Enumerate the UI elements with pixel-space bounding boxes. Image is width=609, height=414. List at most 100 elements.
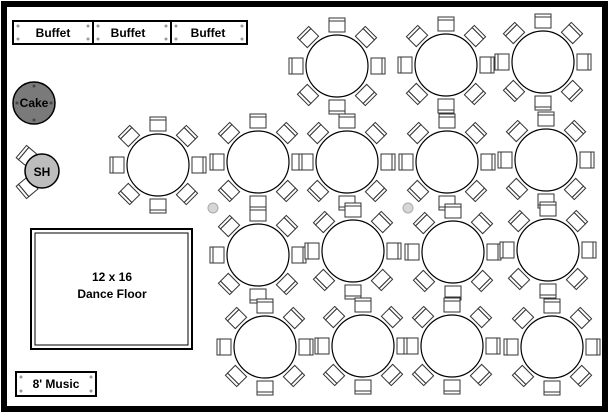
chair <box>412 211 436 235</box>
chair <box>494 53 510 71</box>
chair <box>298 153 314 171</box>
chair <box>380 363 404 387</box>
tent-pole <box>207 202 219 214</box>
chair <box>443 379 461 395</box>
chair <box>354 379 372 395</box>
buffet-label: Buffet <box>36 26 71 40</box>
chair <box>411 305 435 329</box>
round-table-top <box>305 34 369 98</box>
chair <box>117 182 141 206</box>
chair <box>117 124 141 148</box>
chair <box>565 267 589 291</box>
chair <box>275 214 299 238</box>
chair <box>291 246 307 264</box>
chair <box>485 337 501 355</box>
chair <box>149 198 167 214</box>
chair <box>569 364 593 388</box>
chair <box>486 243 502 261</box>
guest-table <box>397 16 495 114</box>
chair <box>581 241 597 259</box>
chair <box>470 269 494 293</box>
guest-table <box>109 116 207 214</box>
chair <box>312 268 336 292</box>
cake-table: Cake <box>12 81 56 125</box>
chair <box>534 13 552 29</box>
chair <box>328 99 346 115</box>
chair <box>464 121 488 145</box>
chair <box>563 119 587 143</box>
chair <box>411 363 435 387</box>
chair <box>306 121 330 145</box>
chair <box>370 268 394 292</box>
chair <box>216 338 232 356</box>
chair <box>209 153 225 171</box>
chair <box>296 25 320 49</box>
chair <box>370 210 394 234</box>
chair <box>149 116 167 132</box>
chair <box>175 124 199 148</box>
chair <box>505 119 529 143</box>
chair <box>338 113 356 129</box>
chair <box>537 111 555 127</box>
buffet-table: Buffet <box>92 20 172 45</box>
chair <box>354 25 378 49</box>
chair <box>463 82 487 106</box>
chair <box>380 153 396 171</box>
chair <box>344 284 362 300</box>
chair <box>306 179 330 203</box>
music-label: 8' Music <box>33 377 80 391</box>
chair <box>282 364 306 388</box>
chair <box>403 337 419 355</box>
chair <box>539 283 557 299</box>
chair <box>328 17 346 33</box>
chair <box>443 297 461 313</box>
chair <box>370 57 386 75</box>
chair <box>569 306 593 330</box>
buffet-table: Buffet <box>12 20 94 45</box>
guest-table <box>404 203 502 301</box>
round-table-top <box>126 133 190 197</box>
chair <box>499 241 515 259</box>
chair <box>354 83 378 107</box>
chair <box>438 113 456 129</box>
chair <box>579 151 595 169</box>
chair <box>275 272 299 296</box>
chair <box>386 242 402 260</box>
round-table-top <box>321 219 385 283</box>
chair <box>217 272 241 296</box>
chair <box>304 242 320 260</box>
chair <box>469 305 493 329</box>
guest-tables <box>109 13 601 396</box>
chair <box>505 177 529 201</box>
chair <box>507 209 531 233</box>
chair <box>354 297 372 313</box>
round-table-top <box>331 314 395 378</box>
chair <box>406 179 430 203</box>
chair <box>380 305 404 329</box>
round-table-top <box>415 130 479 194</box>
tent-pole <box>402 202 414 214</box>
chair <box>256 298 274 314</box>
chair <box>249 113 267 129</box>
chair <box>282 306 306 330</box>
chair <box>560 21 584 45</box>
round-table-top <box>514 128 578 192</box>
chair <box>322 363 346 387</box>
round-table-top <box>414 33 478 97</box>
round-table-top <box>520 315 584 379</box>
dance-floor-label: Dance Floor <box>77 287 147 301</box>
cake-label: Cake <box>20 96 49 110</box>
chair <box>224 364 248 388</box>
chair <box>217 214 241 238</box>
guest-table <box>216 298 314 396</box>
guest-table <box>494 13 592 111</box>
chair <box>397 56 413 74</box>
guest-table <box>209 206 307 304</box>
chair <box>444 203 462 219</box>
chair <box>296 83 320 107</box>
guest-table <box>499 201 597 299</box>
chair <box>511 364 535 388</box>
round-table-top <box>421 220 485 284</box>
